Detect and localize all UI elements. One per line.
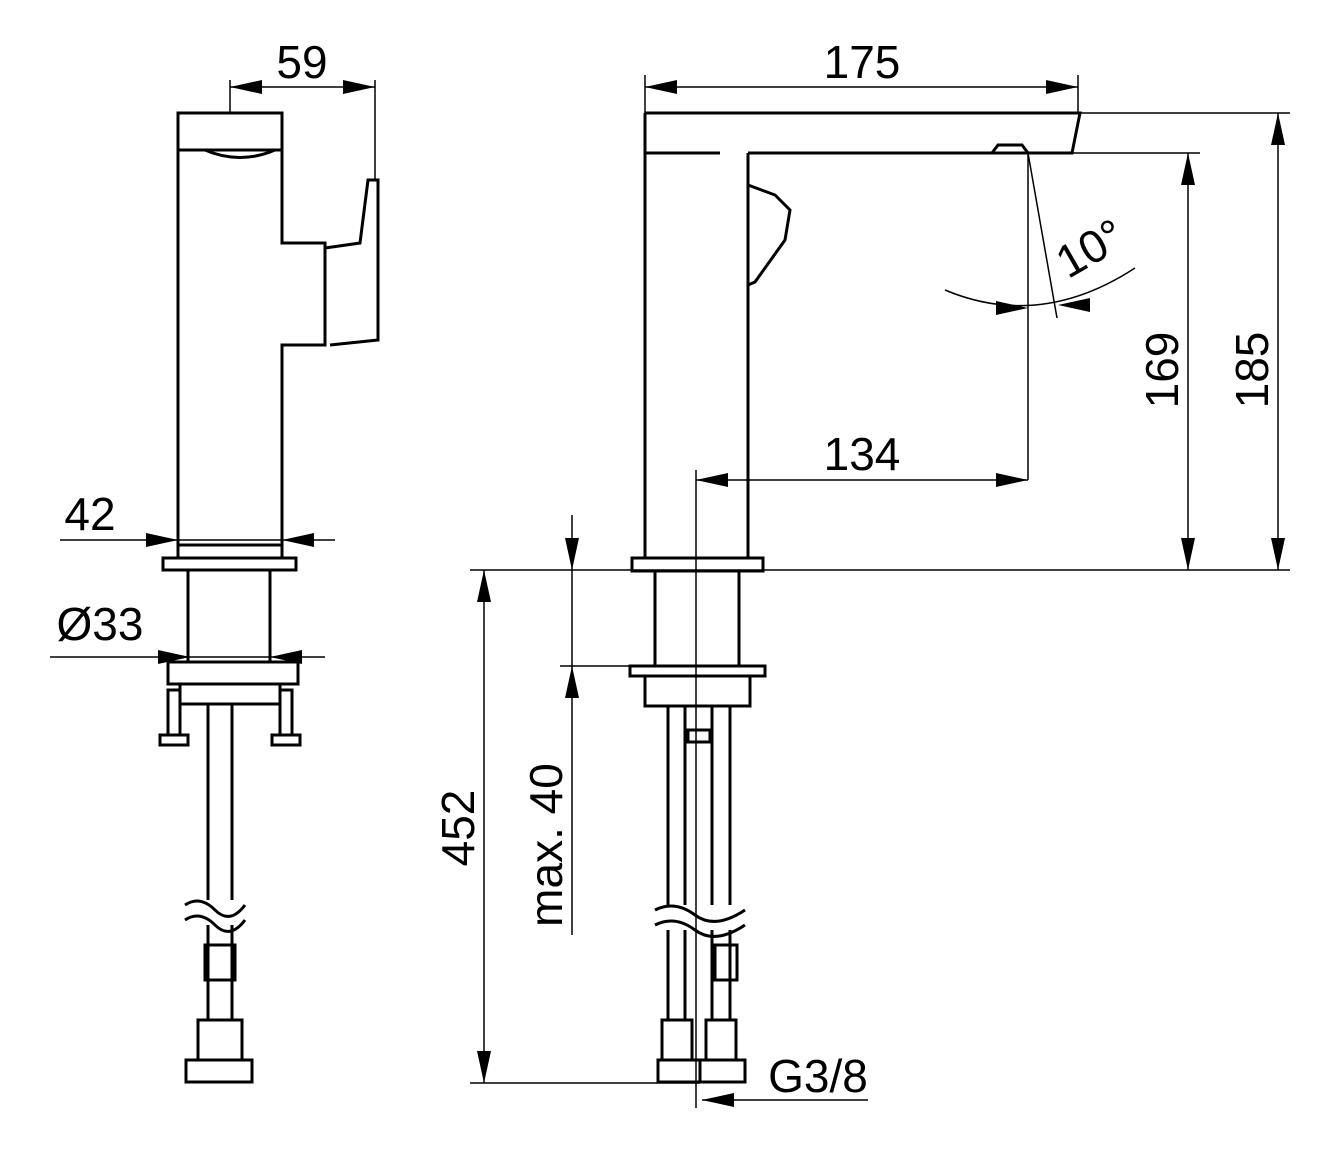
dim-g38-label: G3/8 <box>768 1050 868 1102</box>
side-body-outline <box>176 111 327 547</box>
front-shank <box>653 569 741 668</box>
front-base-plate <box>630 556 765 573</box>
side-lever <box>324 178 380 347</box>
front-view: 175 185 169 134 10° max. 40 <box>432 36 1290 1108</box>
front-spout <box>645 111 1082 155</box>
side-aerator <box>204 148 276 159</box>
dim-185-label: 185 <box>1226 332 1278 409</box>
dim-angle-label: 10° <box>1047 208 1133 288</box>
side-shank <box>186 568 272 664</box>
dim-33-label: Ø33 <box>57 598 144 650</box>
side-connector-nut <box>184 1058 254 1084</box>
front-connector-nut <box>698 1058 747 1084</box>
side-view: 59 42 Ø33 <box>50 36 380 1084</box>
side-nut-plate <box>166 660 300 686</box>
dim-452-label: 452 <box>432 790 484 867</box>
front-lever <box>747 183 792 287</box>
dim-42-label: 42 <box>64 488 115 540</box>
dim-max40-label: max. 40 <box>520 763 572 927</box>
side-base-plate <box>161 556 298 572</box>
dim-169-label: 169 <box>1136 332 1188 409</box>
dim-134-label: 134 <box>824 428 901 480</box>
dim-175-label: 175 <box>824 36 901 88</box>
dim-59-label: 59 <box>276 36 327 88</box>
